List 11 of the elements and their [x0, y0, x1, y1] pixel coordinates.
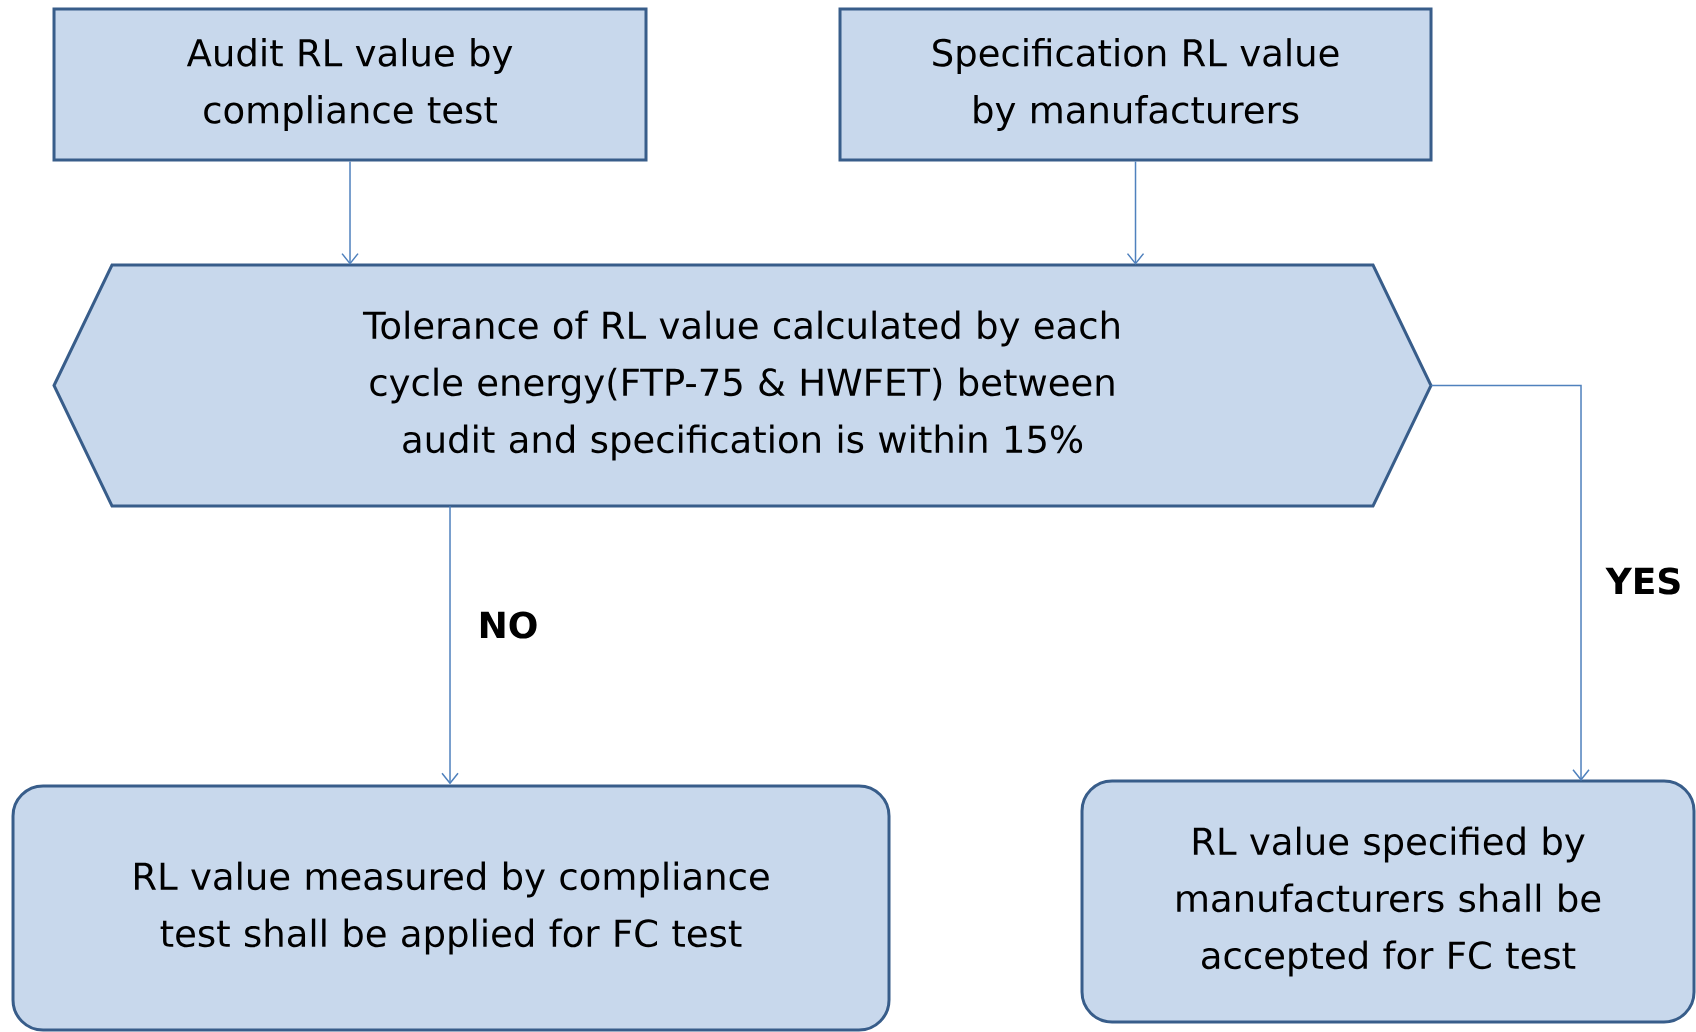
edge-label: NO [475, 609, 541, 641]
decision-hexagon: Tolerance of RL value calculated by each cycle energy(FTP-75 & HWFET) between audit and specification is within 15% [52, 263, 1433, 508]
arrow [1430, 384, 1590, 781]
process-box: Audit RL value by compliance test [52, 7, 648, 162]
arrow [441, 505, 459, 785]
result-box: RL value measured by compliance test shall be applied for FC test [11, 784, 891, 1032]
arrow [341, 160, 359, 265]
result-box: RL value specified by manufacturers shall be accepted for FC test [1080, 779, 1696, 1024]
edge-label: YES [1603, 565, 1685, 597]
process-box: Specification RL value by manufacturers [838, 7, 1433, 162]
arrow [1126, 160, 1145, 265]
